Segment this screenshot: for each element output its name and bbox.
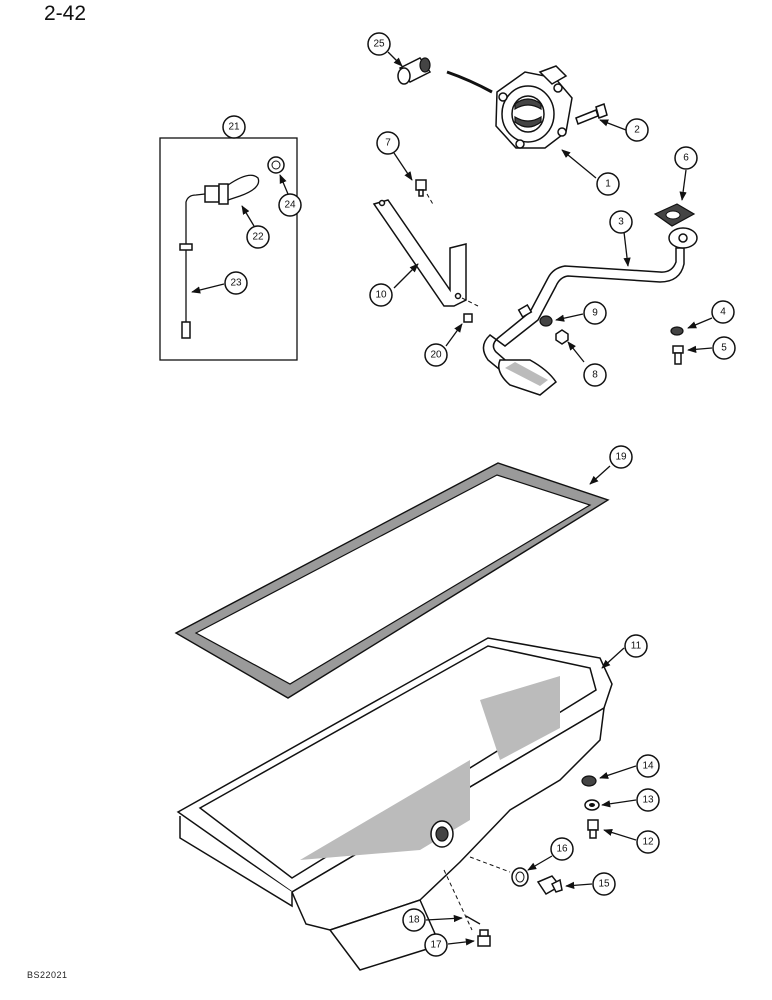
callout-12: 12 <box>636 830 660 854</box>
callout-6: 6 <box>674 146 698 170</box>
svg-text:5: 5 <box>721 343 727 354</box>
svg-text:2: 2 <box>634 125 640 136</box>
callout-22: 22 <box>246 225 270 249</box>
oil-pickup-tube <box>482 227 698 396</box>
tube-flange-gasket <box>653 203 696 227</box>
callout-16: 16 <box>550 837 574 861</box>
svg-text:12: 12 <box>642 837 654 848</box>
callout-5: 5 <box>712 336 736 360</box>
svg-text:4: 4 <box>720 307 726 318</box>
callout-17: 17 <box>424 933 448 957</box>
washer-13 <box>584 799 600 811</box>
svg-text:17: 17 <box>430 940 442 951</box>
svg-text:15: 15 <box>598 879 610 890</box>
svg-text:19: 19 <box>615 452 627 463</box>
oil-pump <box>495 65 573 149</box>
drain-plug-15 <box>536 875 563 895</box>
plug-12 <box>587 819 599 839</box>
oil-pan <box>176 637 613 971</box>
svg-text:11: 11 <box>631 641 642 652</box>
callout-15: 15 <box>592 872 616 896</box>
page-number: 2-42 <box>44 2 87 25</box>
callout-23: 23 <box>224 271 248 295</box>
seal-16 <box>511 867 529 887</box>
callout-leaders <box>191 51 713 946</box>
svg-text:18: 18 <box>408 915 420 926</box>
nut-8 <box>555 329 569 345</box>
callout-25: 25 <box>367 32 391 56</box>
callout-19: 19 <box>609 445 633 469</box>
svg-text:16: 16 <box>556 844 568 855</box>
callout-9: 9 <box>583 301 607 325</box>
svg-text:10: 10 <box>375 290 387 301</box>
svg-text:21: 21 <box>228 122 240 133</box>
washer-14 <box>581 775 597 787</box>
figure-id: BS22021 <box>27 970 68 980</box>
callout-21: 21 <box>222 115 246 139</box>
svg-text:3: 3 <box>618 217 624 228</box>
heater-kit-parts <box>179 156 285 339</box>
svg-text:25: 25 <box>373 39 385 50</box>
pump-drive-sleeve <box>397 57 493 94</box>
svg-text:7: 7 <box>385 138 391 149</box>
callout-2: 2 <box>625 118 649 142</box>
washer-4 <box>670 326 684 336</box>
svg-text:13: 13 <box>642 795 654 806</box>
heater-kit-box <box>159 137 298 361</box>
svg-text:9: 9 <box>592 308 598 319</box>
callout-20: 20 <box>424 343 448 367</box>
callout-3: 3 <box>609 210 633 234</box>
bolt-5 <box>672 345 684 365</box>
pin-18 <box>465 915 481 925</box>
oil-pan-gasket <box>174 462 610 699</box>
plug-17 <box>477 929 491 947</box>
svg-text:1: 1 <box>605 179 611 190</box>
pump-bolt <box>575 103 608 125</box>
svg-text:20: 20 <box>430 350 442 361</box>
support-bracket <box>372 199 467 307</box>
callout-8: 8 <box>583 363 607 387</box>
callout-11: 11 <box>624 634 648 658</box>
bolt-20 <box>463 313 473 323</box>
svg-text:6: 6 <box>683 153 689 164</box>
callout-1: 1 <box>596 172 620 196</box>
bolt-7 <box>415 179 427 197</box>
callout-4: 4 <box>711 300 735 324</box>
callout-10: 10 <box>369 283 393 307</box>
svg-text:14: 14 <box>642 761 654 772</box>
callout-18: 18 <box>402 908 426 932</box>
svg-text:22: 22 <box>252 232 264 243</box>
callout-7: 7 <box>376 131 400 155</box>
callout-14: 14 <box>636 754 660 778</box>
callout-13: 13 <box>636 788 660 812</box>
tube-clamp <box>539 315 553 327</box>
svg-text:8: 8 <box>592 370 598 381</box>
svg-text:24: 24 <box>284 200 296 211</box>
callout-24: 24 <box>278 193 302 217</box>
svg-text:23: 23 <box>230 278 242 289</box>
